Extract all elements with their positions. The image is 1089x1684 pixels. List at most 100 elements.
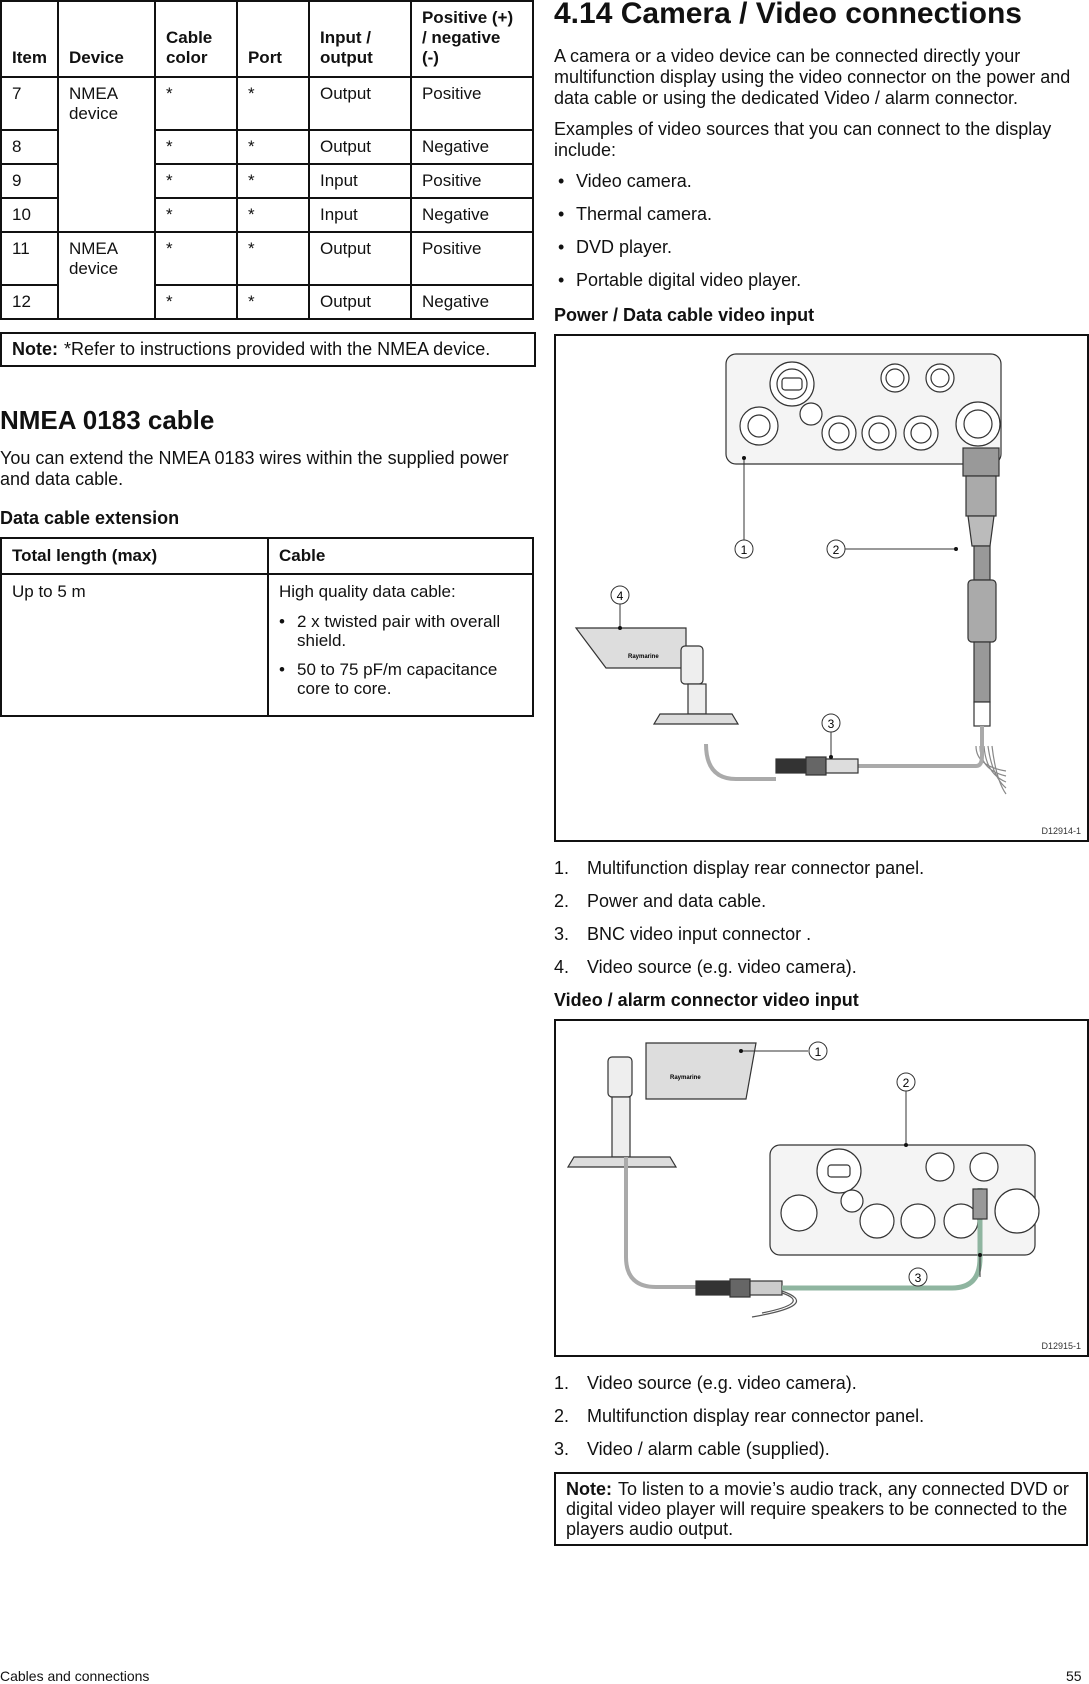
connector-panel (769, 1144, 1040, 1256)
cable-description: High quality data cable: (279, 582, 456, 601)
bnc-connector (775, 756, 859, 776)
table-header-row: Total length (max) Cable (0, 537, 534, 575)
cell-item: 7 (0, 76, 59, 131)
cell-polarity: Negative (409, 129, 535, 165)
item-number: 1. (554, 858, 570, 878)
item-number: 3. (554, 1439, 570, 1459)
list-item: Thermal camera. (558, 204, 1089, 225)
figure-title: Power / Data cable video input (554, 305, 815, 325)
callout-label: 2 (833, 543, 840, 557)
cell-color: * (153, 129, 238, 165)
table-header-row: Item Device Cable color Port Input / out… (0, 0, 535, 78)
cell-polarity: Positive (409, 231, 535, 286)
table-row: 11 NMEA device * * Output Positive (0, 231, 535, 286)
figure-code: D12914-1 (1041, 826, 1081, 836)
item-number: 2. (554, 891, 570, 911)
cell-io: Output (307, 231, 412, 286)
nmea-connection-table: Item Device Cable color Port Input / out… (0, 0, 535, 320)
item-text: Multifunction display rear connector pan… (587, 1406, 925, 1426)
callout-3 (821, 713, 841, 733)
cell-color: * (153, 197, 238, 233)
callout-1 (734, 539, 754, 559)
header-port: Port (235, 0, 310, 78)
diagram-illustration: Raymarine (566, 1041, 1040, 1318)
list-item: 3. Video / alarm cable (supplied). (554, 1439, 1089, 1460)
cell-polarity: Negative (409, 284, 535, 320)
examples-paragraph: Examples of video sources that you can c… (554, 119, 1052, 160)
video-camera-illustration (574, 627, 740, 725)
right-column: 4.14 Camera / Video connections A camera… (554, 0, 1089, 1546)
cell-item: 10 (0, 197, 59, 233)
callout-3 (908, 1267, 928, 1287)
table-row: 9 * * Input Positive (0, 163, 535, 199)
figure-title: Video / alarm connector video input (554, 990, 859, 1010)
table-row: 7 NMEA device * * Output Positive (0, 76, 535, 131)
item-text: Video source (e.g. video camera). (587, 957, 857, 977)
list-item: 3. BNC video input connector . (554, 924, 1089, 945)
section-title: NMEA 0183 cable (0, 405, 215, 435)
item-number: 2. (554, 1406, 570, 1426)
callout-label: 3 (828, 717, 835, 731)
list-item: 1. Video source (e.g. video camera). (554, 1373, 1089, 1394)
item-text: Power and data cable. (587, 891, 767, 911)
list-item: 1.Multifunction display rear connector p… (554, 858, 1089, 879)
cell-port: * (235, 231, 310, 286)
cell-io: Output (307, 129, 412, 165)
camera-brand-label: Raymarine (628, 654, 659, 660)
callout-label: 2 (903, 1076, 910, 1090)
table-row: 10 * * Input Negative (0, 197, 535, 233)
item-text: Video / alarm cable (supplied). (587, 1439, 830, 1459)
header-input-output: Input / output (307, 0, 412, 78)
note-text: To listen to a movie’s audio track, any … (566, 1479, 1069, 1539)
cell-device: NMEA device (56, 76, 156, 130)
callout-label: 1 (741, 543, 748, 557)
table-row: 8 * * Output Negative (0, 129, 535, 165)
item-text: BNC video input connector . (587, 924, 812, 944)
note-text: *Refer to instructions provided with the… (64, 339, 491, 359)
cell-io: Input (307, 197, 412, 233)
callout-1 (808, 1041, 828, 1061)
cell-device (56, 285, 156, 320)
list-item: 2. Power and data cable. (554, 891, 1089, 912)
callout-2 (896, 1072, 916, 1092)
cell-color: * (153, 163, 238, 199)
cell-color: * (153, 231, 238, 286)
item-number: 4. (554, 957, 570, 977)
left-column: Item Device Cable color Port Input / out… (0, 0, 536, 717)
cell-polarity: Positive (409, 163, 535, 199)
cell-port: * (235, 76, 310, 131)
note-box: Note:To listen to a movie’s audio track,… (554, 1472, 1088, 1546)
table-row: Up to 5 m High quality data cable: 2 x t… (0, 573, 534, 717)
video-lead (624, 1157, 696, 1289)
diagram-illustration: Raymarine 1 2 (574, 353, 1007, 795)
connector-panel (725, 353, 1002, 465)
intro-paragraph: A camera or a video device can be connec… (554, 46, 1071, 108)
list-item: Portable digital video player. (558, 270, 1089, 291)
footer-section-name: Cables and connections (0, 1668, 150, 1684)
header-device: Device (56, 0, 156, 78)
item-number: 3. (554, 924, 570, 944)
power-data-cable (962, 447, 1007, 795)
cell-item: 9 (0, 163, 59, 199)
cell-length: Up to 5 m (0, 573, 269, 717)
video-alarm-diagram: Raymarine (554, 1019, 1089, 1357)
cell-item: 11 (0, 231, 59, 286)
item-number: 1. (554, 1373, 570, 1393)
header-item: Item (0, 0, 59, 78)
page-number: 55 (1066, 1668, 1082, 1684)
callout-4 (610, 585, 630, 605)
list-item: 2. Multifunction display rear connector p… (554, 1406, 1089, 1427)
cell-color: * (153, 76, 238, 131)
table-row: 12 * * Output Negative (0, 284, 535, 320)
cell-device (56, 198, 156, 233)
cable-spec-list: 2 x twisted pair with overall shield. 50… (279, 612, 522, 698)
cable-extension-table: Total length (max) Cable Up to 5 m High … (0, 537, 534, 717)
item-text: Video source (e.g. video camera). (587, 1373, 857, 1393)
video-lead (704, 726, 984, 781)
cell-port: * (235, 163, 310, 199)
header-polarity: Positive (+) / negative (-) (409, 0, 535, 78)
header-cable: Cable (267, 537, 534, 575)
header-length: Total length (max) (0, 537, 269, 575)
video-camera-illustration (566, 1042, 757, 1168)
video-source-list: Video camera. Thermal camera. DVD player… (554, 171, 1089, 291)
